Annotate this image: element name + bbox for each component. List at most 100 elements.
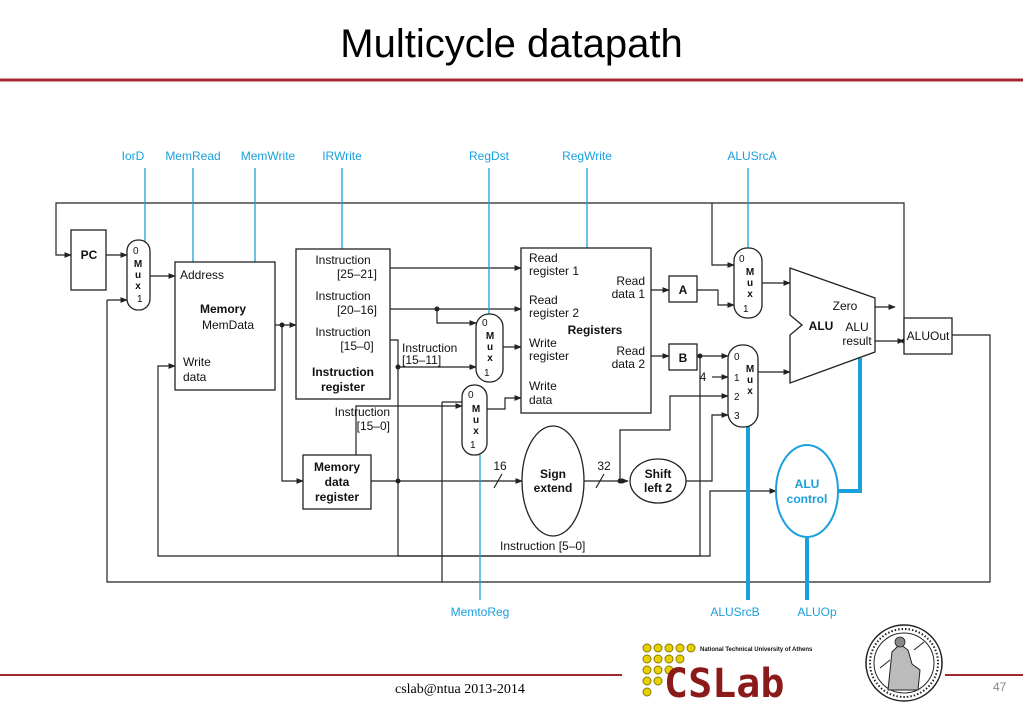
wire-pc-to-alusrca — [711, 203, 735, 268]
mux-memtoreg-m: M — [472, 404, 480, 415]
logo-dot-grid — [642, 643, 696, 697]
mux-memtoreg-x: x — [473, 426, 479, 437]
label-alu-result-1: ALU — [845, 320, 868, 334]
label-memread: MemRead — [165, 149, 220, 163]
label-mdr-1: Memory — [314, 460, 360, 474]
tick-16 — [493, 473, 503, 489]
mux-regdst-m: M — [486, 331, 494, 342]
wire-ir-imm — [390, 339, 399, 556]
mux-alusrcb-in0: 0 — [734, 352, 740, 363]
mux-memtoreg-in1: 1 — [470, 440, 476, 451]
label-iord: IorD — [122, 149, 145, 163]
mux-iord-m: M — [134, 259, 142, 270]
logo-wordmark: CSLab — [664, 661, 784, 707]
sign-extend-unit — [521, 425, 585, 537]
label-alucontrol-2: control — [787, 492, 828, 506]
slide-title: Multicycle datapath — [340, 22, 683, 66]
label-rd1b: data 1 — [612, 287, 646, 301]
wire-a-to-mux — [697, 289, 735, 308]
mux-alusrcb-in2: 2 — [734, 392, 740, 403]
label-mdr-2: data — [325, 475, 350, 489]
label-ir-2a: Instruction — [315, 289, 370, 303]
label-bits32: 32 — [597, 459, 611, 473]
ntua-seal-icon — [865, 624, 943, 702]
label-mem-data: data — [183, 370, 207, 384]
memory-data-register — [302, 454, 372, 510]
label-wda: Write — [529, 379, 557, 393]
mux-regdst — [475, 313, 504, 383]
wire-funct-to-alucontrol — [398, 488, 777, 557]
label-pc: PC — [81, 248, 98, 262]
label-memtoreg: MemtoReg — [451, 605, 510, 619]
label-bits16: 16 — [493, 459, 507, 473]
label-wra: Write — [529, 336, 557, 350]
mux-alusrcb — [727, 344, 759, 428]
label-mdr-3: register — [315, 490, 359, 504]
mux-iord-u: u — [135, 270, 141, 281]
cslab-logo: National Technical University of Athens … — [642, 624, 943, 707]
label-instr-15-0-a: Instruction — [335, 405, 390, 419]
mux-regdst-x: x — [487, 353, 493, 364]
label-instr-15-11-a: Instruction — [402, 341, 457, 355]
tick-32 — [595, 473, 605, 489]
label-aluout: ALUOut — [907, 329, 950, 343]
dot-signext — [617, 478, 623, 484]
label-mem-address: Address — [180, 268, 224, 282]
label-ir-title-1: Instruction — [312, 365, 374, 379]
dot-b — [697, 353, 703, 359]
shift-left-2-unit — [629, 458, 687, 504]
label-rr2a: Read — [529, 293, 558, 307]
alu-unit — [789, 267, 876, 384]
wire-ir-rt-to-mux — [436, 309, 477, 326]
mux-alusrca-m: M — [746, 267, 754, 278]
mux-alusrca-in0: 0 — [739, 254, 745, 265]
mux-regdst-in1: 1 — [484, 368, 490, 379]
ctl-alucontrol-to-alu — [835, 358, 862, 493]
pc-register — [70, 229, 107, 291]
mux-regdst-in0: 0 — [482, 318, 488, 329]
label-rr2b: register 2 — [529, 306, 579, 320]
wire-b-to-memwrite — [157, 356, 701, 557]
label-alusrcb: ALUSrcB — [710, 605, 759, 619]
mux-memtoreg — [461, 384, 488, 456]
label-alucontrol-1: ALU — [795, 477, 820, 491]
label-ir-3a: Instruction — [315, 325, 370, 339]
label-memory: Memory — [200, 302, 246, 316]
logo-tagline: National Technical University of Athens — [700, 647, 813, 653]
a-register — [668, 275, 698, 303]
dot-imm — [395, 478, 401, 484]
memory-block — [174, 261, 276, 391]
label-instr-5-0: Instruction [5–0] — [500, 539, 585, 553]
mux-iord-in0: 0 — [133, 246, 139, 257]
label-memdata: MemData — [202, 318, 254, 332]
footer-text: cslab@ntua 2013-2014 — [395, 682, 525, 697]
mux-alusrca-in1: 1 — [743, 304, 749, 315]
mux-alusrcb-in1: 1 — [734, 373, 740, 384]
mux-alusrca-x: x — [747, 289, 753, 300]
label-ir-1b: [25–21] — [337, 267, 377, 281]
label-b: B — [679, 351, 688, 365]
label-left2: left 2 — [644, 481, 672, 495]
wire-memdata-to-mdr — [281, 325, 304, 484]
label-rd2b: data 2 — [612, 357, 646, 371]
label-const4: 4 — [700, 370, 707, 384]
label-rr1b: register 1 — [529, 264, 579, 278]
label-regwrite: RegWrite — [562, 149, 612, 163]
label-aluop: ALUOp — [797, 605, 837, 619]
label-rr1a: Read — [529, 251, 558, 265]
label-alusrca: ALUSrcA — [727, 149, 776, 163]
mux-regdst-u: u — [487, 342, 493, 353]
label-wrb: register — [529, 349, 569, 363]
label-alu-zero: Zero — [833, 299, 858, 313]
wire-pc-loop — [55, 202, 905, 340]
mux-alusrca-u: u — [747, 278, 753, 289]
mux-iord-x: x — [135, 281, 141, 292]
label-ir-title-2: register — [321, 380, 365, 394]
dot-rt — [434, 306, 440, 312]
b-register — [668, 343, 698, 371]
label-alu: ALU — [809, 319, 834, 333]
label-wdb: data — [529, 393, 553, 407]
dot-memdata — [279, 322, 285, 328]
mux-memtoreg-u: u — [473, 415, 479, 426]
